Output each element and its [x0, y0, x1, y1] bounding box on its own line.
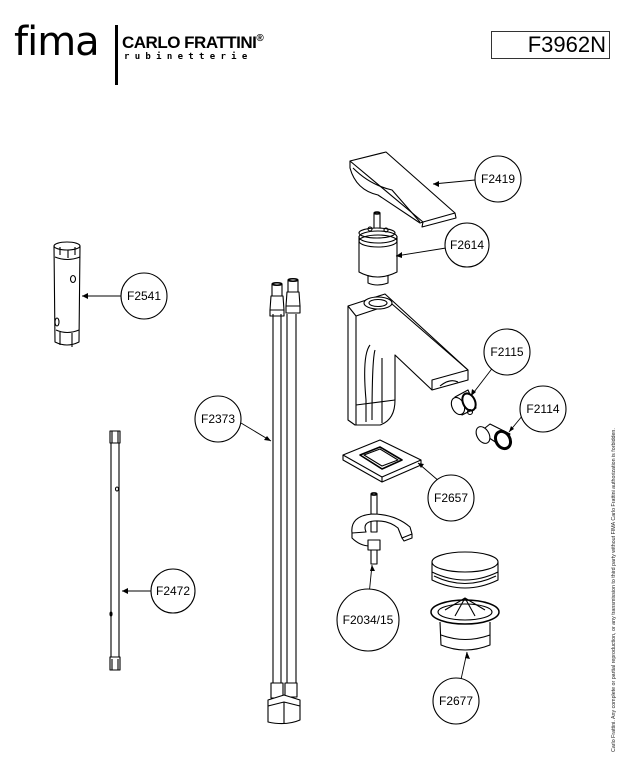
registered-mark: ®: [256, 33, 264, 44]
part-code: F2034/15: [343, 613, 394, 627]
callout-f2115: F2115: [483, 328, 531, 376]
logo-brand-text: CARLO FRATTINI: [122, 33, 257, 52]
callout-f2677: F2677: [432, 677, 480, 725]
arrowheads: [82, 181, 514, 659]
callout-f2614: F2614: [444, 222, 490, 268]
callout-f2541: F2541: [120, 272, 168, 320]
mixer-body-drawing: [347, 293, 469, 426]
part-code: F2472: [156, 584, 190, 598]
logo-brand: CARLO FRATTINI®: [122, 33, 264, 53]
logo-fima: fima: [14, 19, 100, 65]
aerator-sleeve-drawing: [475, 423, 513, 451]
callout-f2472: F2472: [150, 568, 196, 614]
leader-f2115: [470, 365, 495, 397]
callout-f2034-15: F2034/15: [336, 588, 400, 652]
part-code: F2677: [439, 694, 473, 708]
product-code: F3962N: [491, 31, 610, 59]
callout-f2419: F2419: [474, 155, 522, 203]
part-code: F2373: [201, 412, 235, 426]
part-code: F2419: [481, 172, 515, 186]
lever-handle-drawing: [349, 151, 457, 228]
waste-plug-drawing: [430, 551, 500, 651]
callout-f2114: F2114: [519, 385, 567, 433]
part-code: F2115: [490, 345, 523, 359]
aerator-drawing: [450, 389, 477, 416]
callout-f2657: F2657: [427, 474, 475, 522]
leader-f2614: [395, 247, 447, 257]
part-code: F2614: [450, 238, 484, 252]
base-gasket-drawing: [342, 439, 422, 483]
wrench-tool-drawing: [53, 241, 81, 347]
cartridge-drawing: [358, 211, 398, 286]
part-code: F2657: [434, 491, 468, 505]
leader-f2419: [432, 179, 476, 185]
part-code: F2114: [526, 402, 559, 416]
callout-f2373: F2373: [194, 395, 242, 443]
flexible-hoses-drawing: [267, 277, 301, 725]
part-code: F2541: [127, 289, 161, 303]
logo-divider: [115, 25, 118, 85]
threaded-rod-drawing: [109, 430, 121, 671]
fixing-kit-drawing: [351, 492, 413, 565]
logo-subtitle: rubinetterie: [124, 52, 253, 62]
